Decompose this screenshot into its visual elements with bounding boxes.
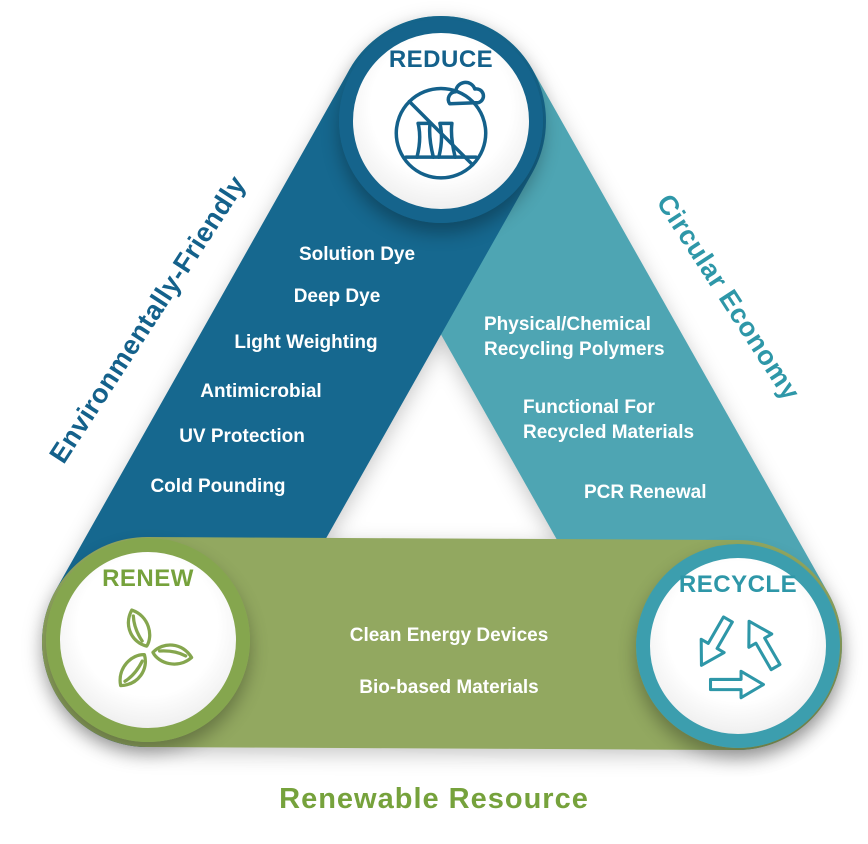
- item-physical-chemical-recycling-polymers: Physical/Chemical Recycling Polymers: [484, 314, 665, 360]
- renew-label: RENEW: [102, 565, 194, 592]
- recycle-label: RECYCLE: [678, 571, 798, 598]
- edge-label-renewable-resource: Renewable Resource: [279, 783, 589, 815]
- node-recycle: RECYCLE: [636, 544, 840, 748]
- recycling-arrows-icon: [682, 600, 794, 712]
- no-emissions-factory-icon: [381, 71, 501, 191]
- item-clean-energy-devices: Clean Energy Devices: [349, 625, 549, 646]
- item-light-weighting: Light Weighting: [234, 332, 378, 353]
- node-reduce: REDUCE: [339, 19, 543, 223]
- item-antimicrobial: Antimicrobial: [200, 381, 322, 402]
- reduce-label: REDUCE: [388, 46, 494, 73]
- item-functional-for-recycled-materials: Functional For Recycled Materials: [523, 397, 695, 443]
- item-pcr-renewal: PCR Renewal: [584, 482, 707, 503]
- item-deep-dye: Deep Dye: [293, 286, 381, 307]
- item-cold-pounding: Cold Pounding: [150, 476, 286, 497]
- node-renew: RENEW: [46, 538, 250, 742]
- leaf-cycle-icon: [92, 592, 204, 704]
- item-solution-dye: Solution Dye: [298, 244, 416, 265]
- item-uv-protection: UV Protection: [179, 426, 305, 447]
- item-bio-based-materials: Bio-based Materials: [359, 677, 539, 698]
